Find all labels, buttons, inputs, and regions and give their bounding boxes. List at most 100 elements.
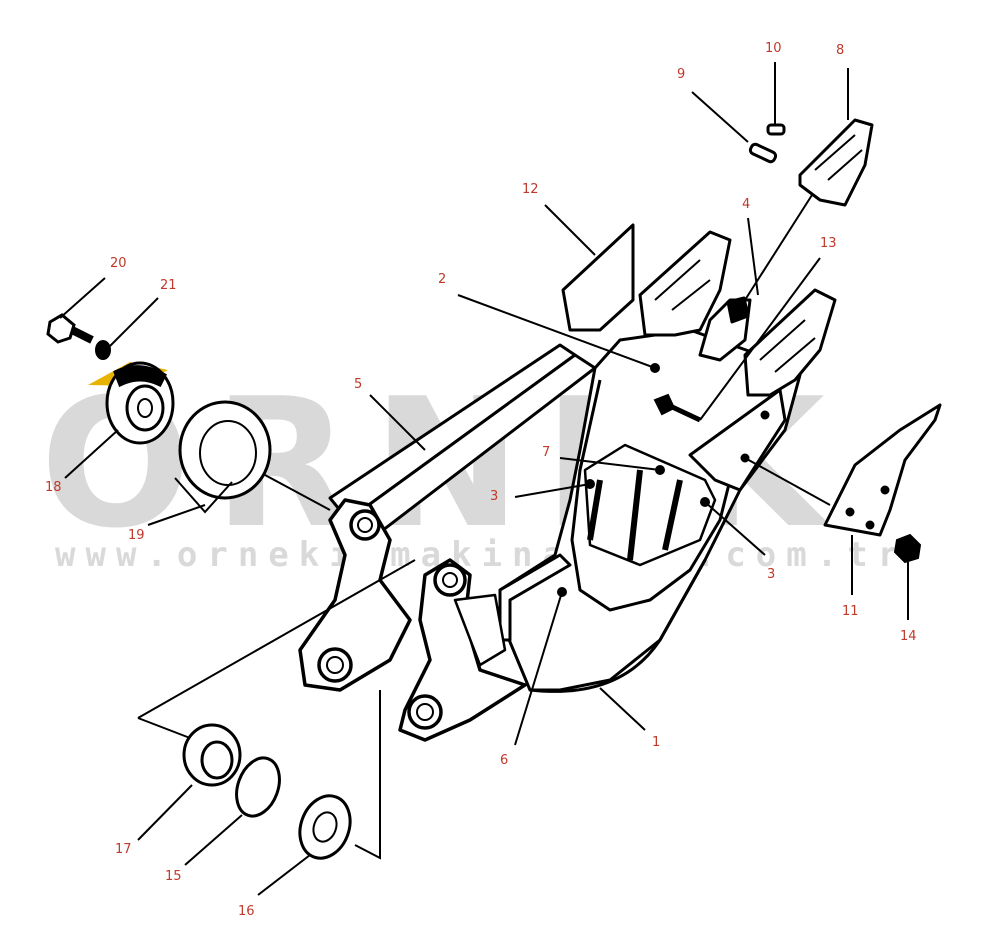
label-3b: 3 xyxy=(767,567,775,582)
leader-8-tooth xyxy=(744,194,813,301)
leader-11-mount xyxy=(744,457,831,506)
label-1: 1 xyxy=(652,735,660,750)
leader-16 xyxy=(257,854,311,896)
label-12: 12 xyxy=(522,182,539,197)
leader-hub-to-ear xyxy=(264,474,331,511)
side-cutter-hole-3 xyxy=(845,507,855,517)
watermark-url-text: www.ornekismakinalari.com.tr xyxy=(55,535,908,575)
adapter-right xyxy=(743,288,837,397)
o-ring-shape xyxy=(235,756,281,818)
wear-plate-strip-3 xyxy=(662,479,683,551)
ear-gusset xyxy=(453,593,507,667)
label-13: 13 xyxy=(820,236,837,251)
dot-3a xyxy=(585,479,595,489)
hub-part-18 xyxy=(105,361,175,445)
label-4: 4 xyxy=(742,197,750,212)
mount-hole-2 xyxy=(760,410,770,420)
bolt-20-shank xyxy=(70,326,94,344)
label-5: 5 xyxy=(354,377,362,392)
leader-13 xyxy=(699,257,821,421)
wear-plate-strip-1 xyxy=(587,479,603,541)
label-20: 20 xyxy=(110,256,127,271)
split-ring-part-19 xyxy=(178,400,272,500)
leader-3b xyxy=(704,501,766,556)
bushing-part-17 xyxy=(182,723,242,787)
bracket-lower-left xyxy=(137,559,416,719)
bracket-19 xyxy=(174,477,233,514)
leader-7 xyxy=(559,457,661,471)
tooth-detail xyxy=(814,134,863,181)
bucket-bottom-curve xyxy=(529,559,707,693)
leader-19 xyxy=(147,504,206,526)
callouts xyxy=(59,62,909,896)
bucket-shell-inner xyxy=(570,379,732,612)
leader-21 xyxy=(107,297,159,349)
label-10: 10 xyxy=(765,41,782,56)
ear-left-hole-top-inner xyxy=(357,517,373,533)
side-cutter-plate xyxy=(823,403,942,537)
ear-right-hole-top-inner xyxy=(442,572,458,588)
ear-right-hole-bottom-inner xyxy=(416,703,434,721)
leader-18 xyxy=(64,429,119,479)
label-18: 18 xyxy=(45,480,62,495)
side-plate xyxy=(561,223,635,332)
nut-part-14 xyxy=(893,533,922,564)
pin-parts xyxy=(748,123,786,164)
nut-hex xyxy=(893,533,922,564)
shim-inner xyxy=(312,811,338,843)
leader-2 xyxy=(457,294,656,369)
bolt-20-head xyxy=(46,313,76,344)
label-9: 9 xyxy=(677,67,685,82)
side-cutter-hole-1 xyxy=(880,485,890,495)
o-ring-part-15 xyxy=(235,756,281,818)
side-cutter-hole-2 xyxy=(865,520,875,530)
wear-plate xyxy=(583,443,717,567)
retainer-part-10 xyxy=(766,123,786,136)
label-8: 8 xyxy=(836,43,844,58)
adapter-left-detail xyxy=(654,259,711,311)
leader-3a xyxy=(514,483,591,498)
bolt-part-20 xyxy=(46,313,94,344)
label-19: 19 xyxy=(128,528,145,543)
leader-12 xyxy=(544,204,596,256)
adapter-left xyxy=(638,230,732,337)
callout-labels: 1 2 3 3 4 5 6 7 8 9 10 11 12 13 14 15 16… xyxy=(45,41,917,919)
side-cutter xyxy=(688,388,942,537)
pin-part-9 xyxy=(748,142,778,164)
label-2: 2 xyxy=(438,272,446,287)
leader-6 xyxy=(514,591,563,746)
leader-1 xyxy=(599,687,646,731)
tooth-part-8 xyxy=(798,118,874,207)
leader-15 xyxy=(184,814,243,866)
ring-19-inner xyxy=(199,420,257,486)
label-3a: 3 xyxy=(490,489,498,504)
bushing-inner xyxy=(200,740,234,780)
bolt-part-13 xyxy=(653,393,702,423)
label-15: 15 xyxy=(165,869,182,884)
washer-21-shape xyxy=(95,340,111,360)
hub-bore xyxy=(137,398,153,418)
wear-plate-strip-2 xyxy=(627,469,643,561)
dot-7 xyxy=(655,465,665,475)
label-6: 6 xyxy=(500,753,508,768)
hub-shading xyxy=(113,365,167,388)
tooth-body xyxy=(798,118,874,207)
dot-3b xyxy=(700,497,710,507)
leader-9 xyxy=(691,91,749,143)
label-14: 14 xyxy=(900,629,917,644)
bracket-lower-right xyxy=(354,690,381,860)
label-7: 7 xyxy=(542,445,550,460)
bolt-13-shank xyxy=(666,402,702,423)
leader-20 xyxy=(59,277,106,319)
assembly-lines xyxy=(137,474,416,860)
adapter-middle-bolt xyxy=(726,296,750,324)
leader-5 xyxy=(369,394,426,451)
adapter-right-detail xyxy=(759,319,816,373)
dot-6 xyxy=(557,587,567,597)
label-21: 21 xyxy=(160,278,177,293)
label-16: 16 xyxy=(238,904,255,919)
label-11: 11 xyxy=(842,604,859,619)
shim-part-16 xyxy=(298,794,352,860)
leader-17 xyxy=(137,784,193,841)
